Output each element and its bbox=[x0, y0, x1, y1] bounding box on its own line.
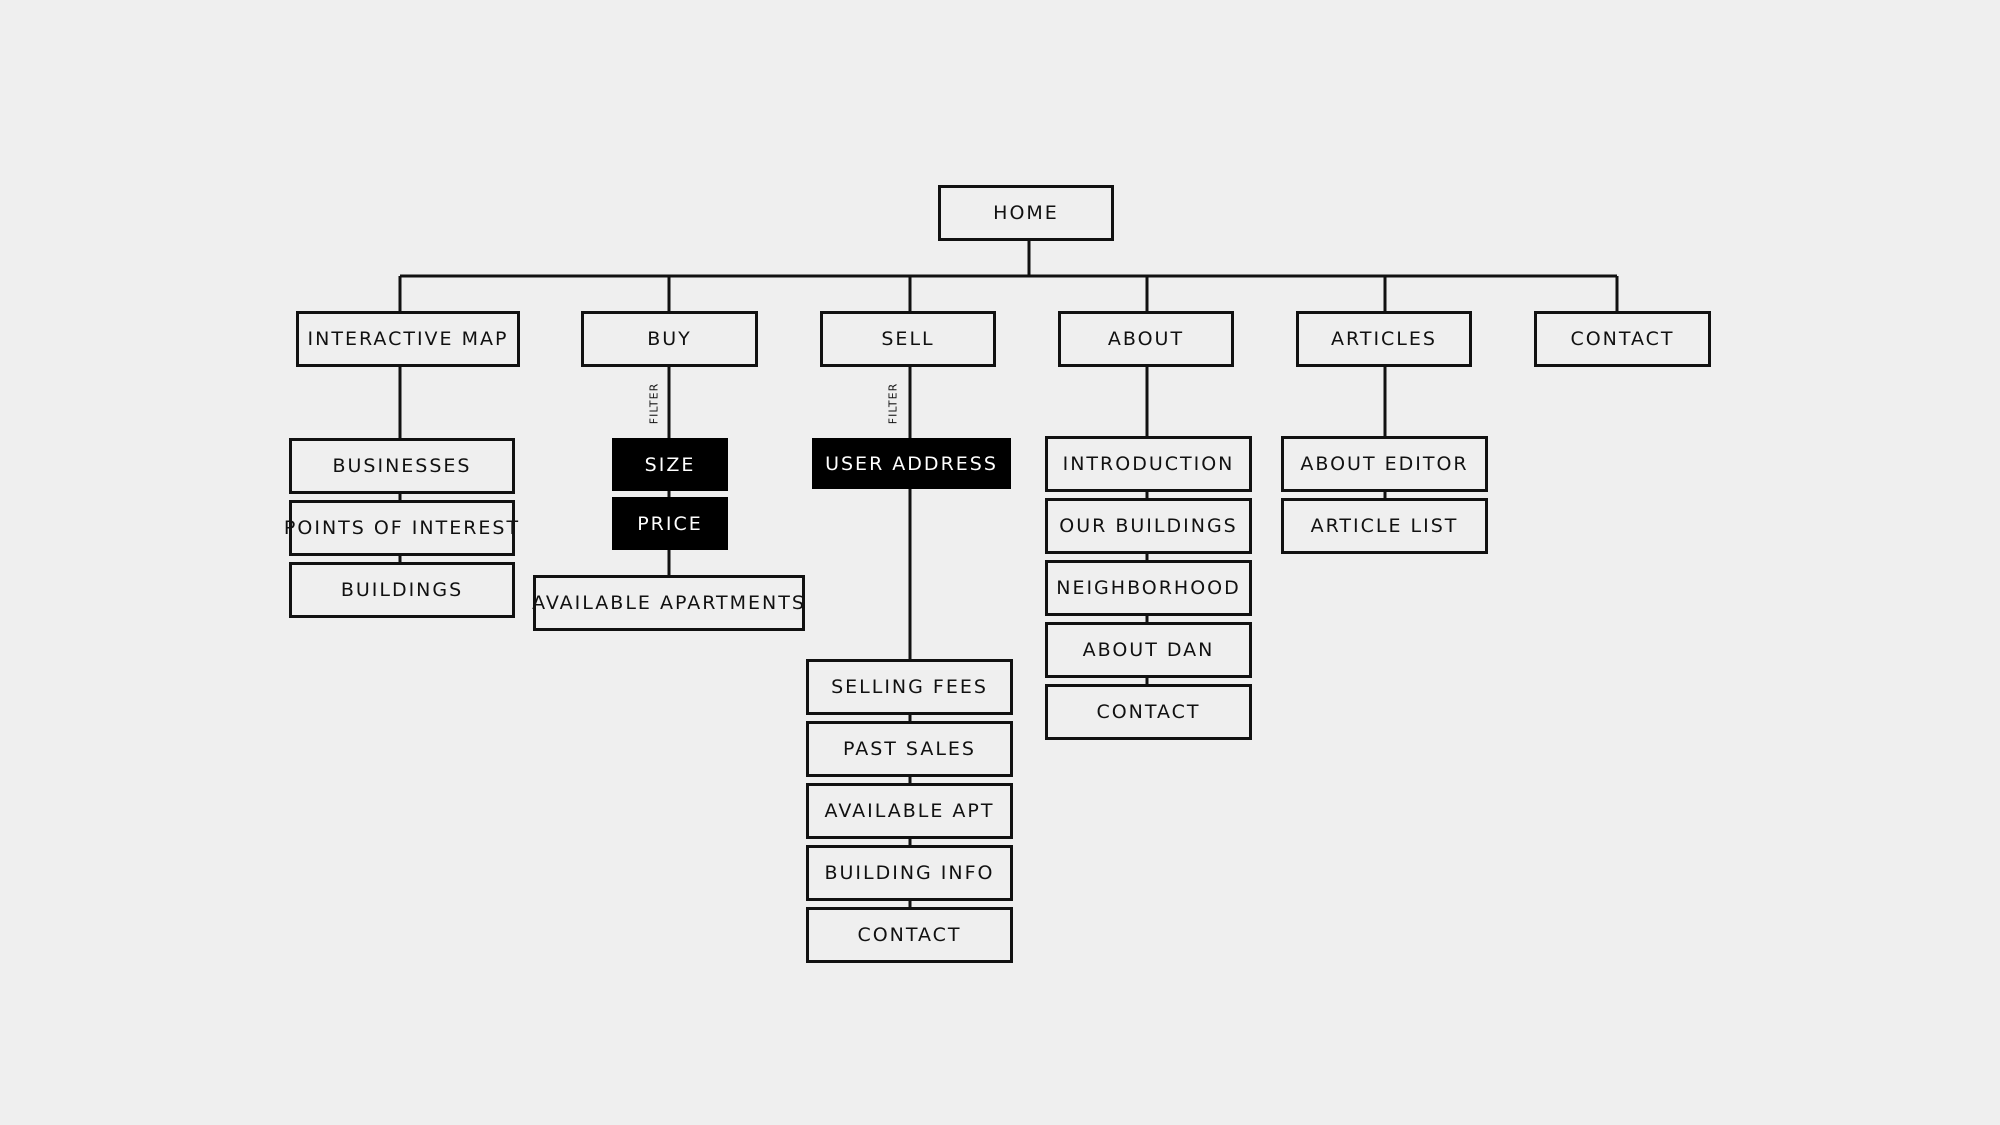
node-our-buildings: OUR BUILDINGS bbox=[1045, 498, 1252, 554]
node-sell: SELL bbox=[820, 311, 996, 367]
node-user-address: USER ADDRESS bbox=[812, 438, 1011, 489]
node-neighborhood: NEIGHBORHOOD bbox=[1045, 560, 1252, 616]
node-past-sales: PAST SALES bbox=[806, 721, 1013, 777]
node-available-apt: AVAILABLE APT bbox=[806, 783, 1013, 839]
node-price: PRICE bbox=[612, 497, 728, 550]
node-contact: CONTACT bbox=[1534, 311, 1711, 367]
node-sell-contact: CONTACT bbox=[806, 907, 1013, 963]
node-article-list: ARTICLE LIST bbox=[1281, 498, 1488, 554]
node-selling-fees: SELLING FEES bbox=[806, 659, 1013, 715]
node-about-dan: ABOUT DAN bbox=[1045, 622, 1252, 678]
node-home: HOME bbox=[938, 185, 1114, 241]
node-articles: ARTICLES bbox=[1296, 311, 1472, 367]
node-points-of-interest: POINTS OF INTEREST bbox=[284, 500, 518, 556]
node-introduction: INTRODUCTION bbox=[1045, 436, 1252, 492]
node-about: ABOUT bbox=[1058, 311, 1234, 367]
node-available-apartments: AVAILABLE APARTMENTS bbox=[532, 575, 805, 631]
label-sell-filter: FILTER bbox=[886, 382, 900, 425]
node-interactive-map: INTERACTIVE MAP bbox=[296, 311, 520, 367]
node-building-info: BUILDING INFO bbox=[806, 845, 1013, 901]
node-about-contact: CONTACT bbox=[1045, 684, 1252, 740]
node-buy: BUY bbox=[581, 311, 758, 367]
node-about-editor: ABOUT EDITOR bbox=[1281, 436, 1488, 492]
node-size: SIZE bbox=[612, 438, 728, 491]
node-buildings: BUILDINGS bbox=[289, 562, 515, 618]
label-buy-filter: FILTER bbox=[647, 382, 661, 425]
node-businesses: BUSINESSES bbox=[289, 438, 515, 494]
